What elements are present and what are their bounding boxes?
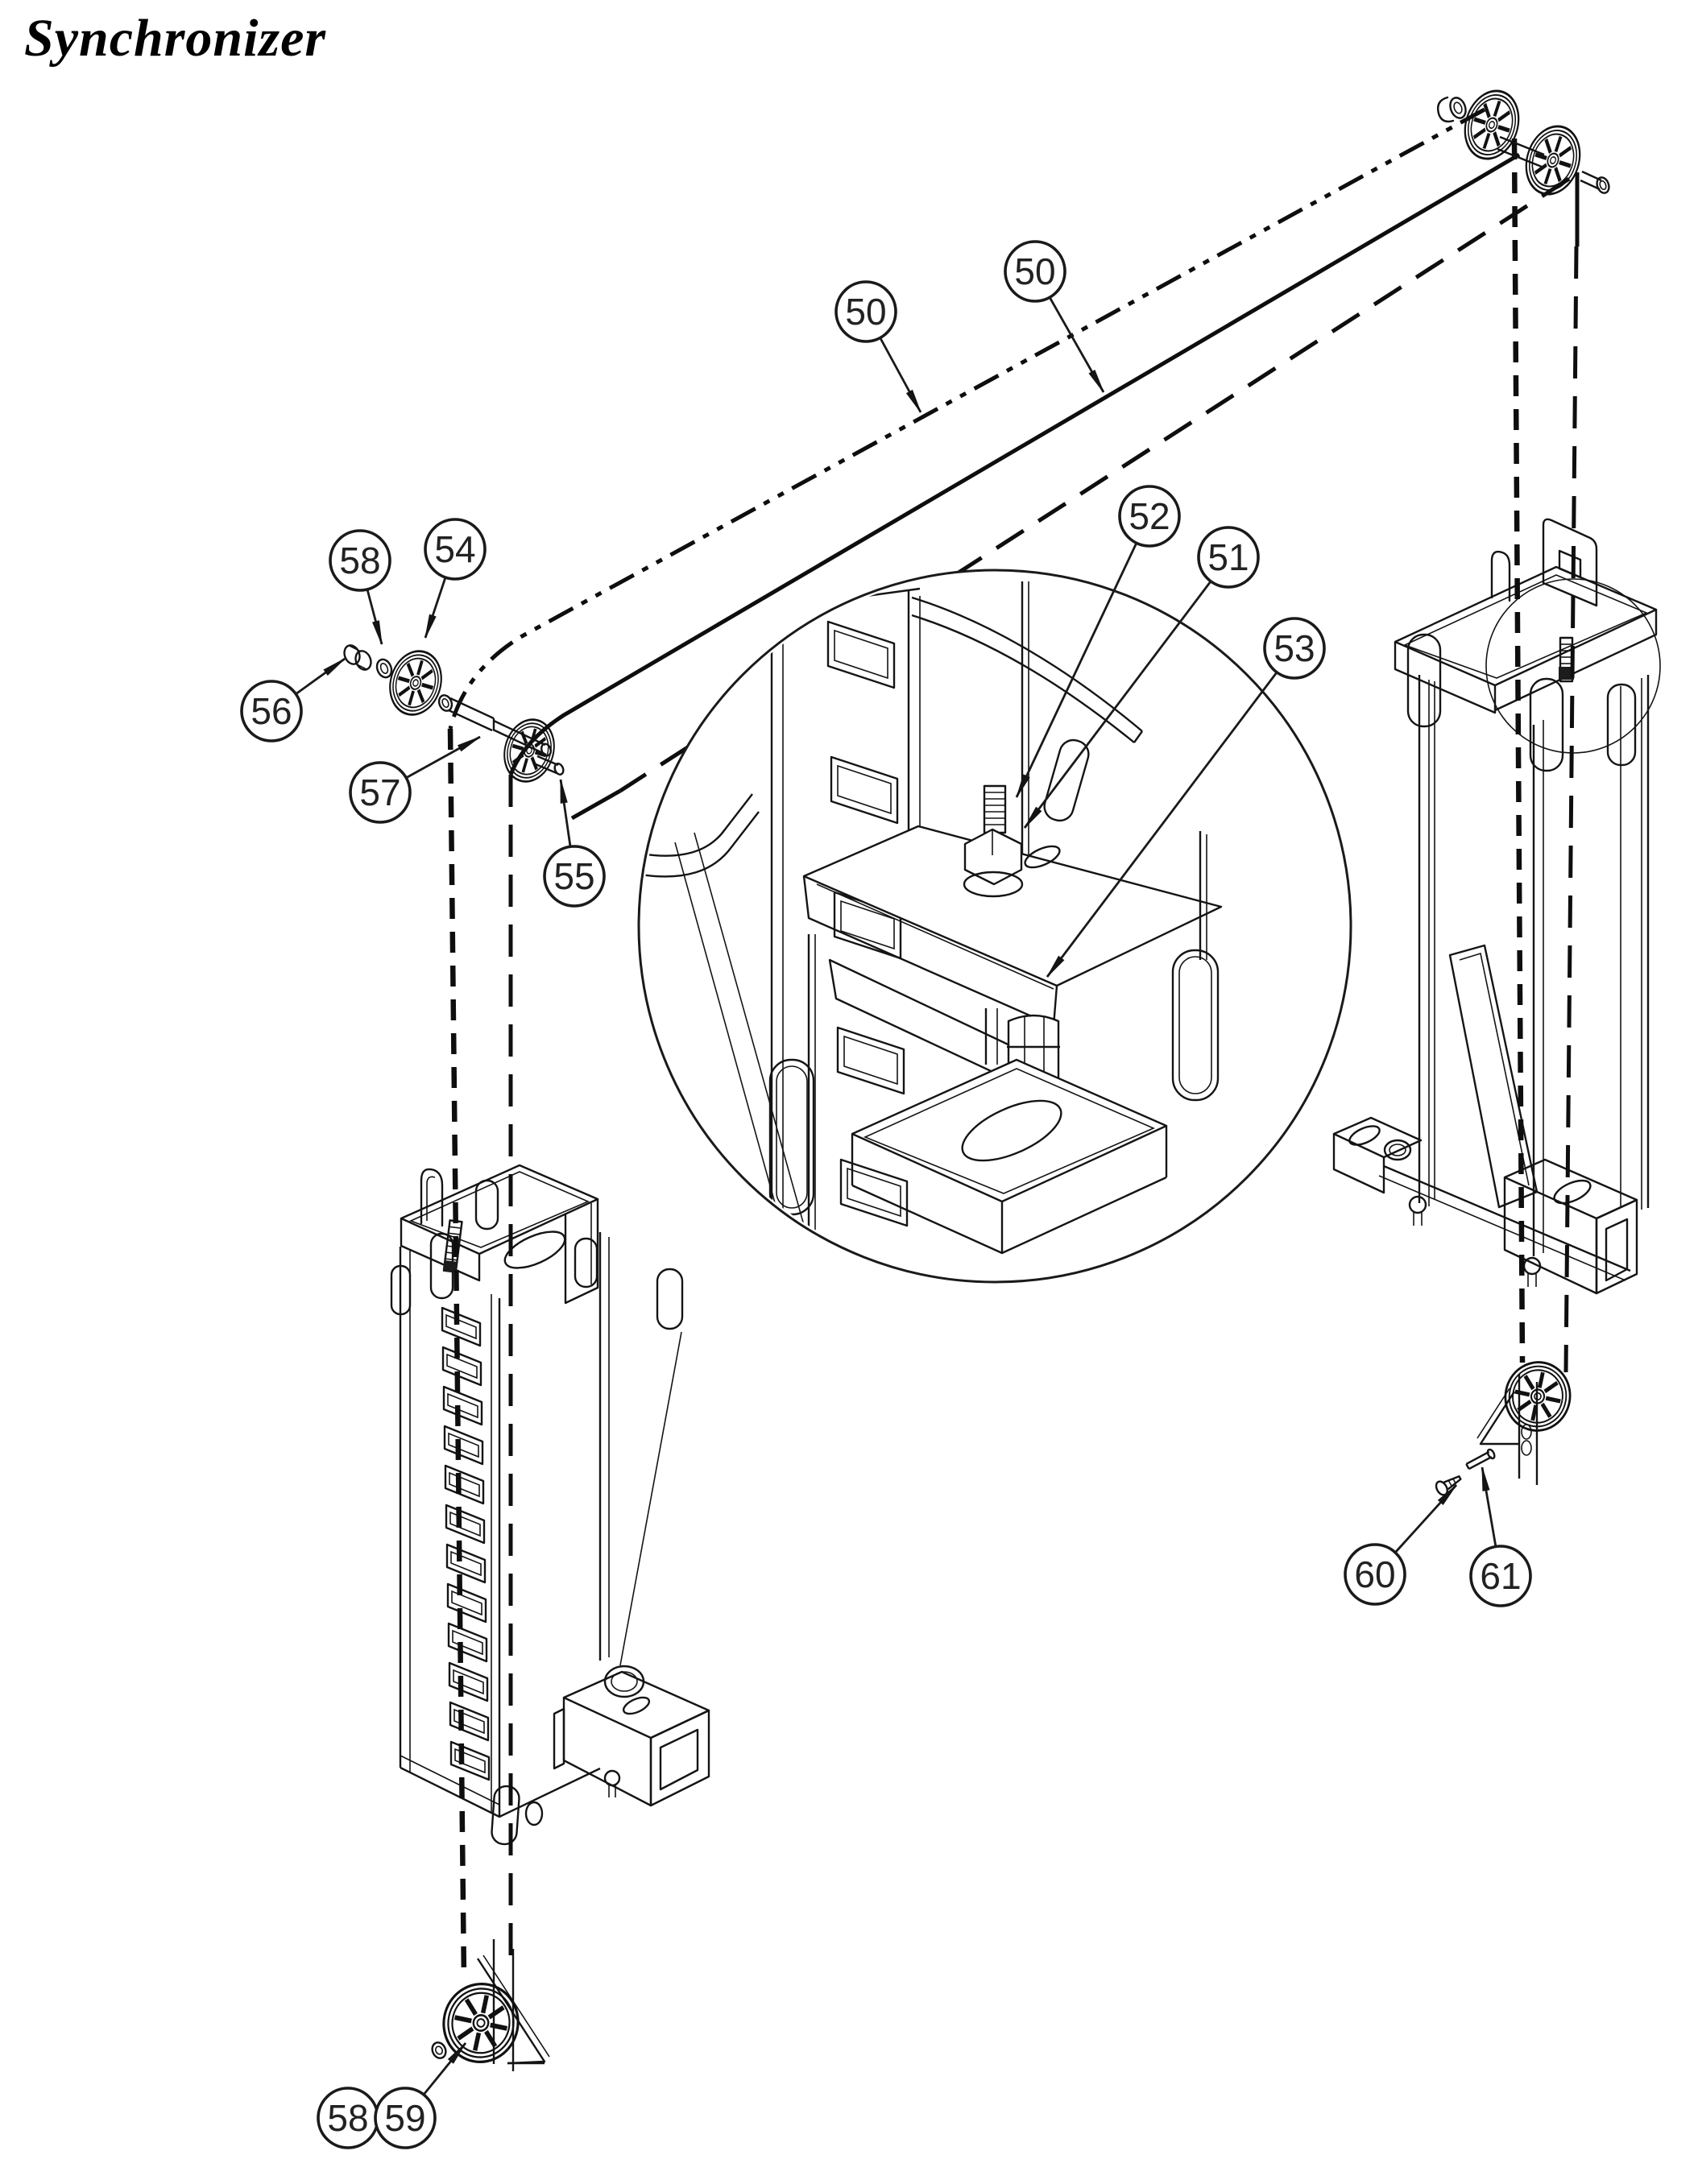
detail-guide-rails (807, 831, 1207, 1247)
callouts: 50 50 52 51 53 (240, 240, 1532, 2149)
callout-61: 61 (1469, 1466, 1532, 1607)
svg-text:60: 60 (1354, 1553, 1395, 1595)
callout-50a: 50 (835, 280, 922, 413)
svg-text:55: 55 (553, 855, 594, 897)
left-column-body (399, 1232, 610, 1818)
svg-text:61: 61 (1480, 1555, 1521, 1597)
right-column (1332, 518, 1661, 1295)
right-vertical-cable-a (1511, 138, 1526, 1363)
left-column (390, 1164, 710, 1846)
svg-text:53: 53 (1274, 627, 1315, 669)
pulley-axle-stub (431, 2041, 447, 2059)
bumper-pads-left (390, 1179, 684, 1846)
svg-text:52: 52 (1129, 495, 1170, 537)
clevis-pin-61 (1465, 1448, 1496, 1470)
callout-58a: 58 (329, 529, 391, 645)
detail-carriage-plate (851, 1058, 1168, 1255)
svg-text:58: 58 (327, 2097, 368, 2139)
svg-text:50: 50 (845, 291, 886, 333)
detail-roller-pills (768, 738, 1220, 1216)
cable-guide-hoop-right (1490, 550, 1511, 602)
callout-50b: 50 (1004, 240, 1105, 393)
axle-stub-55 (535, 755, 565, 776)
svg-text:57: 57 (359, 771, 400, 813)
detail-column-panel (642, 587, 921, 1262)
washer-58 (375, 658, 393, 679)
pulley-54 (383, 645, 449, 721)
left-pulley-axle-assembly (343, 643, 565, 788)
right-carriage-bracket (1394, 565, 1658, 714)
svg-text:51: 51 (1207, 536, 1249, 578)
right-column-body (1418, 675, 1650, 1256)
cable-guide-hoop (420, 1168, 444, 1227)
axle-hook (1436, 96, 1455, 123)
detail-view (637, 569, 1352, 1284)
axle-57 (448, 697, 553, 757)
cable-50-phantom (448, 107, 1486, 730)
callout-58b: 58 (317, 2087, 379, 2149)
callout-54: 54 (424, 518, 487, 639)
callout-60: 60 (1344, 1484, 1458, 1606)
callout-59: 59 (374, 2042, 467, 2149)
callout-57: 57 (349, 735, 481, 824)
left-vertical-cable-a (447, 728, 467, 1980)
cable-anchor-stud-right (1559, 636, 1574, 683)
callout-51: 51 (1023, 526, 1260, 829)
callout-52: 52 (1015, 485, 1181, 798)
left-column-slots (441, 1306, 491, 1781)
callout-53: 53 (1046, 617, 1326, 978)
washer-inner (437, 694, 453, 712)
right-column-top-tab (1542, 518, 1598, 607)
svg-text:56: 56 (251, 690, 292, 732)
spacer-56 (343, 644, 372, 671)
callout-56: 56 (240, 657, 346, 742)
cable-drop-line (619, 1331, 682, 1666)
svg-text:59: 59 (384, 2097, 425, 2139)
svg-text:54: 54 (434, 528, 475, 570)
svg-text:58: 58 (339, 540, 380, 581)
svg-text:50: 50 (1014, 250, 1055, 292)
page-title: Synchronizer (24, 9, 327, 68)
bottom-left-pulley-assembly (431, 1939, 550, 2071)
cable-50-hidden (619, 176, 1571, 793)
detail-stud-nut (963, 784, 1061, 898)
left-base-receiver (524, 1665, 710, 1826)
right-base-bracket (1332, 1116, 1638, 1295)
bumper-pads-right (1406, 633, 1637, 772)
right-vertical-cable-b (1563, 246, 1579, 1373)
pulley-58-59 (437, 1977, 525, 2069)
top-right-pulley-pair (1436, 84, 1610, 201)
callout-55: 55 (543, 779, 606, 908)
bottom-right-pulley-assembly (1435, 1356, 1576, 1496)
